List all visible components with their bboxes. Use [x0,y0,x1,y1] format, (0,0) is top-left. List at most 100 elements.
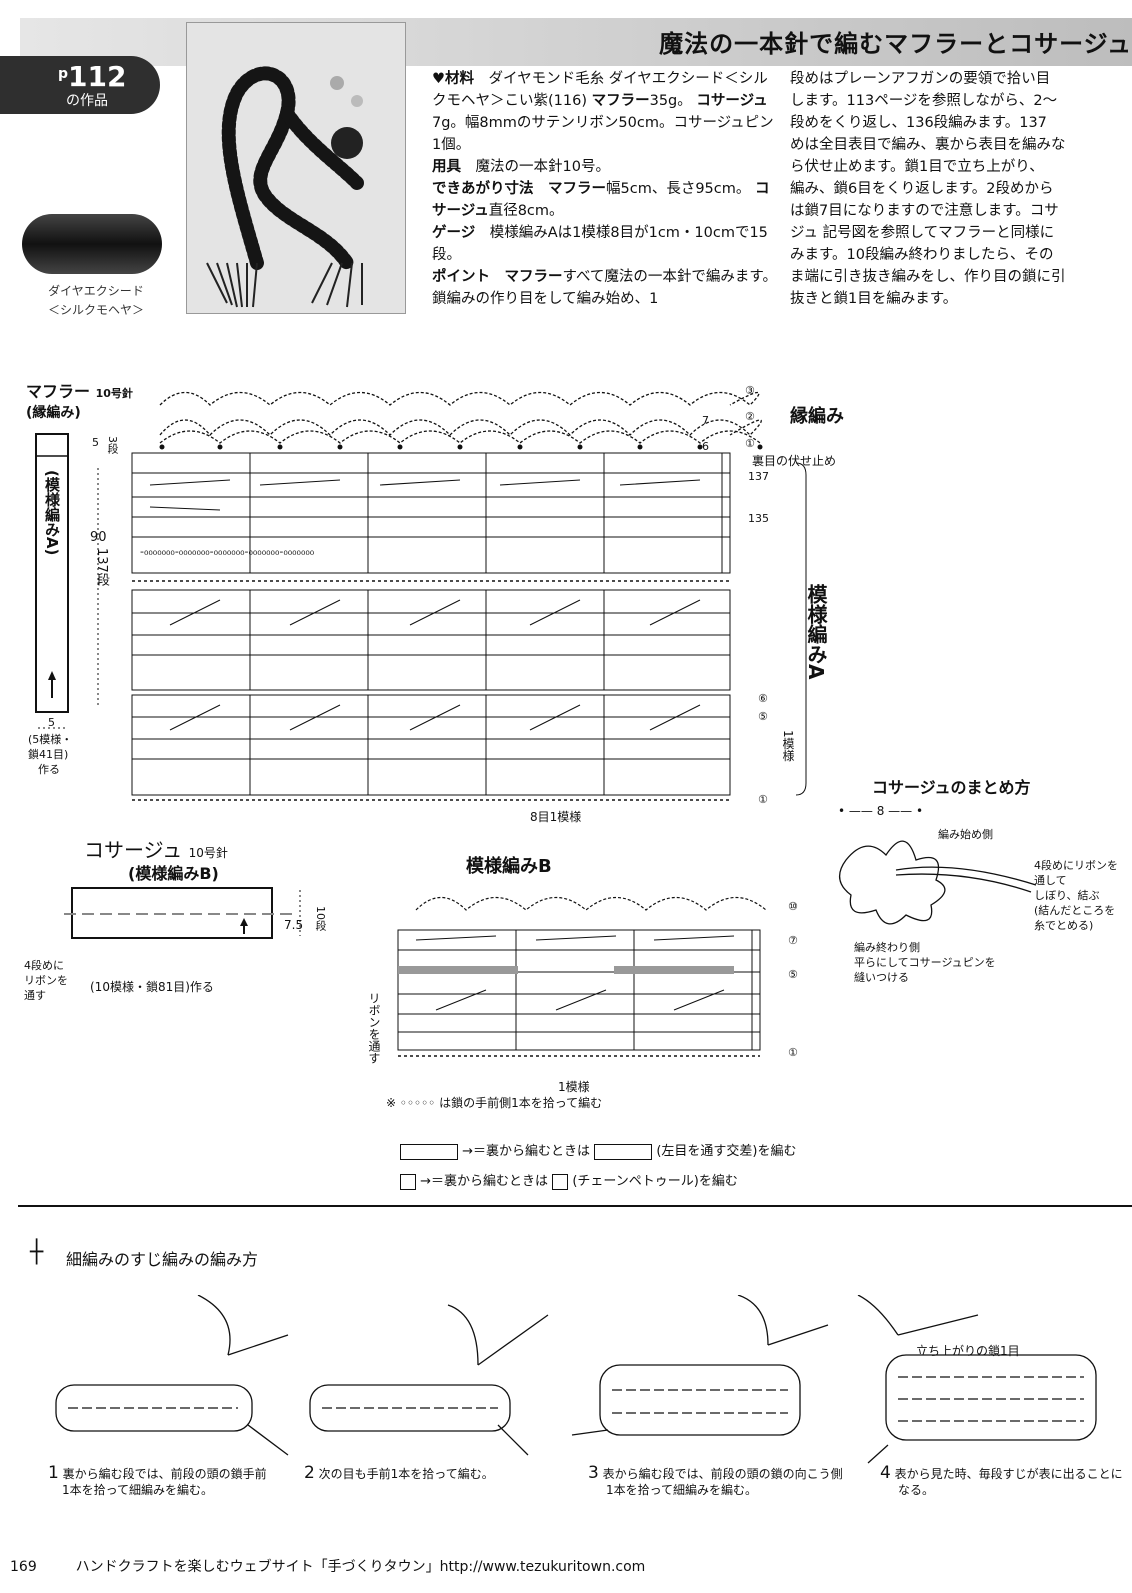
col2-line: 段めをくり返し、136段編みます。137 [790,115,1047,131]
muffler-amount: 35g。 [649,93,692,109]
ribbon-line5: 糸でとめる) [1034,919,1094,932]
ribbon-line2: 通して [1034,874,1067,887]
ribbon-note-line1: 4段めに [24,959,64,972]
gauge-label: ゲージ [432,225,476,241]
step-4-line1: 表から見た時、毎段すじが表に出ることに [894,1467,1123,1481]
muffler-cast-on: (5模様・ 鎖41目) 作る [28,732,72,777]
cast-on-line1: (5模様・ [28,733,73,746]
b-row-10: ⑩ [788,900,798,913]
bind-off-label: 裏目の伏せ止め [752,454,837,468]
repeat-label-a: 1模様 [781,730,795,762]
end-side-line3: 縫いつける [854,971,909,984]
repeat-width-a: 8目1模様 [530,810,582,824]
finished-size-text: 幅5cm、長さ95cm。 [606,181,751,197]
instructions-column-2: 段めはプレーンアフガンの要領で拾い目 します。113ページを参照しながら、2〜 … [790,68,1132,310]
step-1-line2: 1本を拾って細編みを編む。 [62,1483,214,1497]
col2-line: みます。10段編み終わりましたら、その [790,247,1054,263]
chain-count-1: 7 [702,414,709,427]
corsage-title: コサージュ 10号針 [84,834,228,863]
row-label-6: ⑥ [758,692,768,705]
corsage-label: コサージュ [696,93,768,109]
assembly-dim-value: 8 [876,804,885,818]
row-label-2: ② [745,410,755,423]
cross-stitch-symbol [400,1143,458,1160]
chain-count-3: 6 [702,440,709,453]
corsage-rows: 10段 [314,906,327,931]
gauge-text: 模様編みAは1模様8目が1cm・10cmで15段。 [432,225,768,263]
end-side-line2: 平らにしてコサージュピンを [854,956,996,969]
b-row-1: ① [788,1046,798,1059]
step-3: 3 表から編む段では、前段の頭の鎖の向こう側 1本を拾って細編みを編む。 [588,1465,843,1498]
muffler-width: 5 [48,716,55,729]
row-label-137: 137 [748,470,769,483]
corsage-height: 7.5 [284,918,304,932]
legend-line1-b: (左目を通す交差)を編む [656,1144,797,1159]
ribbon-line4: (結んだところを [1034,904,1116,917]
page-ref-tab: p 112 の作品 [0,56,160,114]
yarn-caption-line1: ダイヤエクシード [48,284,144,298]
col2-line: 抜きと鎖1目を編みます。 [790,291,958,307]
row-label-5: ⑤ [758,710,768,723]
muffler-length: 90 [90,530,107,545]
instructions-column-1: ♥材料 ダイヤモンド毛糸 ダイヤエクシード＜シルクモヘヤ＞こい紫(116) マフ… [432,68,782,310]
muffler-label: マフラー [591,93,650,109]
corsage-assembly-illustration [839,840,1037,925]
step-4-line2: なる。 [898,1483,935,1497]
row-label-3: ③ [745,384,755,397]
yarn-caption: ダイヤエクシード ＜シルクモヘヤ＞ [26,282,166,320]
b-row-5: ⑤ [788,968,798,981]
finished-size-label: できあがり寸法 マフラー [432,181,606,197]
step-3-line1: 表から編む段では、前段の頭の鎖の向こう側 [602,1467,843,1481]
cast-on-line2: 鎖41目) [28,748,69,761]
corsage-size-label: コサージュ [432,181,770,219]
pattern-a-title: 模様編みA [804,584,828,680]
materials-text: ダイヤモンド毛糸 ダイヤエクシード＜シルクモヘヤ＞こい紫(116) [432,71,768,109]
muffler-schematic [35,433,99,729]
chain-note: ※ ◦◦◦◦◦ は鎖の手前側1本を拾って編む [386,1096,603,1110]
col2-line: めは全目表目で編み、裏から表目を編みな [790,137,1066,153]
cross-left-symbol [594,1143,653,1160]
yarn-swatch [22,214,162,274]
muffler-rows: 137段 [94,548,109,586]
corsage-title-text: コサージュ [84,838,183,862]
row-label-1b: ① [758,793,768,806]
row-label-1: ① [745,437,755,450]
muffler-pattern-label: (模様編みA) [43,470,61,556]
end-side-line1: 編み終わり側 [854,941,920,954]
chart-a-diagram: -₀₀₀₀₀₀₀-₀₀₀₀₀₀₀-₀₀₀₀₀₀₀-₀₀₀₀₀₀₀-₀₀₀₀₀₀₀ [131,391,807,801]
col2-line: 編み、鎖6目をくり返します。2段めから [790,181,1054,197]
corsage-cast-on: (10模様・鎖81目)作る [90,980,214,994]
step-1-line1: 裏から編む段では、前段の頭の鎖手前 [62,1467,267,1481]
col2-line: ま端に引き抜き編みをし、作り目の鎖に引 [790,269,1066,285]
page-ref-sub: の作品 [66,93,108,109]
step-4: 4 表から見た時、毎段すじが表に出ることに なる。 [880,1465,1123,1498]
ribbon-side-label: リボンを通す [367,992,381,1064]
repeat-label-b: 1模様 [558,1080,590,1094]
technique-symbol-icon: ┼ [30,1240,44,1265]
muffler-title: マフラー 10号針 [26,378,133,402]
col2-line: します。113ページを参照しながら、2〜 [790,93,1058,109]
svg-text:-₀₀₀₀₀₀₀-₀₀₀₀₀₀₀-₀₀₀₀₀₀₀-₀₀₀₀₀: -₀₀₀₀₀₀₀-₀₀₀₀₀₀₀-₀₀₀₀₀₀₀-₀₀₀₀₀₀₀-₀₀₀₀₀₀₀ [140,545,315,558]
point-label: ポイント マフラー [432,269,563,285]
muffler-title-text: マフラー [26,382,91,401]
step4-label: 立ち上がりの鎖1目 [916,1344,1020,1358]
step-3-num: 3 [588,1463,599,1483]
technique-illustrations [55,1295,1097,1464]
tools-text: 魔法の一本針10号。 [461,159,610,175]
technique-title: 細編みのすじ編みの編み方 [66,1250,259,1269]
page-ref-number: 112 [68,60,127,93]
corsage-ribbon-note: 4段めに リボンを 通す [24,958,68,1003]
tools-label: 用具 [432,159,461,175]
yarn-caption-line2: ＜シルクモヘヤ＞ [47,303,144,317]
assembly-dim: • —— 8 —— • [838,804,924,818]
assembly-end-side: 編み終わり側 平らにしてコサージュピンを 縫いつける [854,940,996,985]
step-1: 1 裏から編む段では、前段の頭の鎖手前 1本を拾って細編みを編む。 [48,1465,267,1498]
muffler-edge-label: (縁編み) [26,405,81,421]
b-row-7: ⑦ [788,934,798,947]
page-title: 魔法の一本針で編むマフラーとコサージュ [659,30,1132,58]
step-2: 2 次の目も手前1本を拾って編む。 [304,1465,494,1482]
drop-stitch-symbol [400,1173,416,1190]
row-label-135: 135 [748,512,769,525]
page-number: 169 [10,1559,37,1575]
ribbon-note-line2: リボンを [24,974,68,987]
